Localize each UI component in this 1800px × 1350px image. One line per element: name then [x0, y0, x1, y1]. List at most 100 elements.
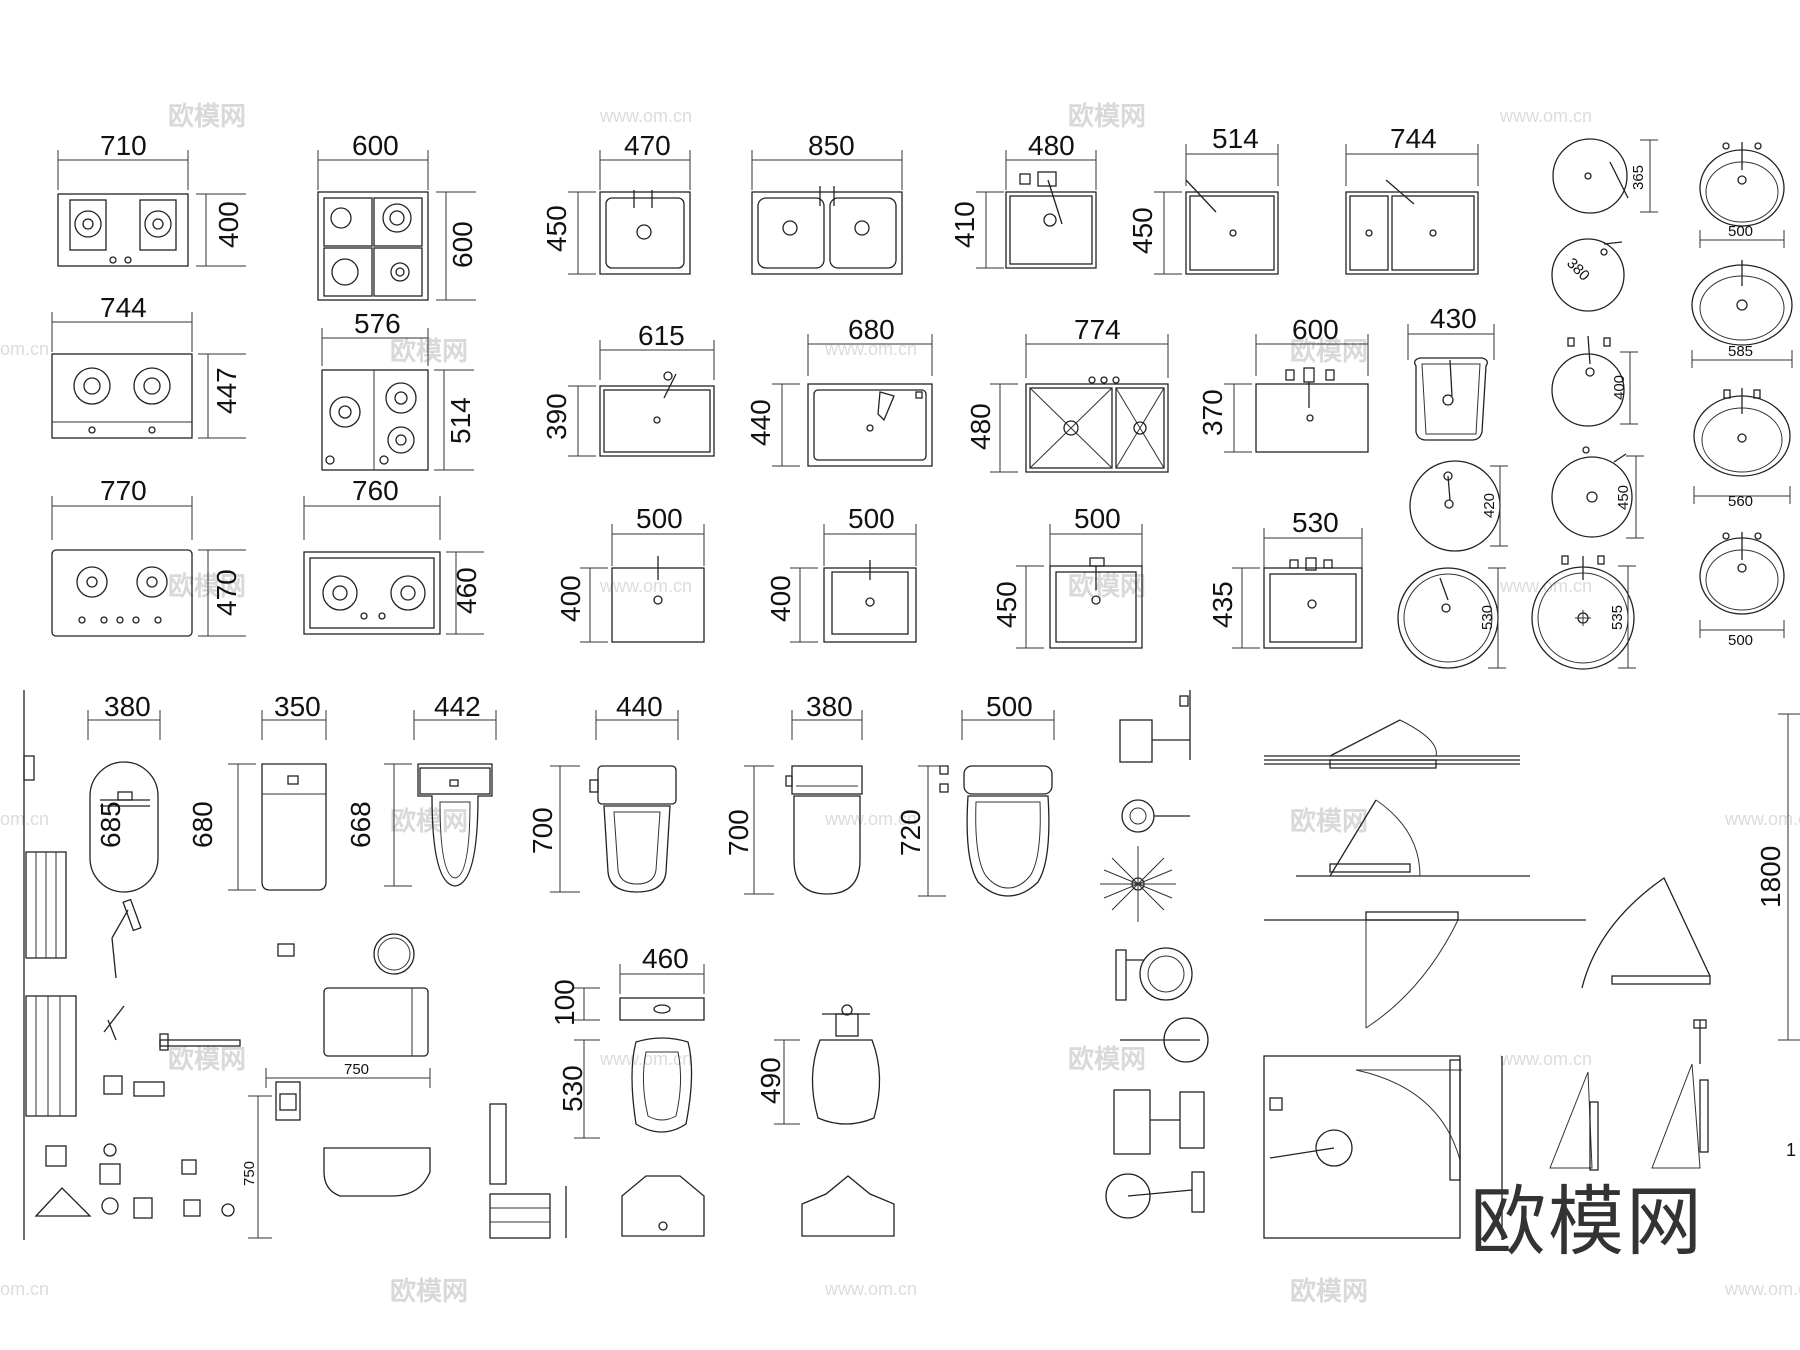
dim-height: 700 [527, 807, 558, 854]
sink-600x370: 600 370 [1197, 314, 1369, 453]
watermark-brand: 欧模网 [390, 1276, 468, 1306]
sink-514x450: 514 450 [1127, 123, 1279, 275]
basin-oval-560: 560 [1693, 388, 1791, 510]
watermark-brand: 欧模网 [1068, 101, 1146, 131]
watermark-brand: 欧模网 [1290, 336, 1368, 366]
basin-round-420: 420 [1409, 460, 1508, 552]
dim-width: 470 [624, 130, 671, 161]
dim-diameter: 365 [1630, 165, 1647, 190]
dim-width: 744 [1390, 123, 1437, 154]
sink-680x440: 680 440 [745, 314, 933, 467]
dim-height: 400 [213, 201, 244, 248]
gas-stove-760x460: 760 460 [303, 475, 484, 635]
dim-width: 460 [642, 943, 689, 974]
dim-diameter: 400 [1611, 375, 1628, 400]
dim-width: 440 [616, 691, 663, 722]
dim-height: 750 [241, 1161, 258, 1186]
watermark-url: www.om.cn [824, 1279, 917, 1299]
watermark-brand: 欧模网 [1290, 806, 1368, 836]
gas-stove-710x400: 710 400 [57, 130, 246, 267]
dim-width: 774 [1074, 314, 1121, 345]
dim-height: 680 [187, 801, 218, 848]
dim-width: 442 [434, 691, 481, 722]
dim-width: 680 [848, 314, 895, 345]
dim-height: 685 [95, 801, 126, 848]
watermark-url: www.om.cn [599, 576, 692, 596]
dim-diameter: 530 [1479, 605, 1496, 630]
dim-height: 450 [541, 205, 572, 252]
dim-diameter: 420 [1481, 493, 1498, 518]
dim-diameter: 535 [1609, 605, 1626, 630]
sink-480x410: 480 410 [949, 130, 1097, 269]
shower-fixtures [1100, 690, 1209, 1219]
dim-width: 850 [808, 130, 855, 161]
basin-round-400: 400 [1551, 335, 1638, 427]
dim-width: 500 [636, 503, 683, 534]
basin-round-530: 530 [1397, 567, 1506, 669]
dim-height: 447 [211, 367, 242, 414]
dim-height: 400 [555, 575, 586, 622]
dim-shower-height: 1800 [1755, 846, 1786, 908]
gas-stove-576x514: 576 514 [321, 308, 476, 471]
dim-width: 380 [806, 691, 853, 722]
dim-width: 500 [1728, 223, 1753, 240]
gas-stove-770x470: 770 470 [51, 475, 246, 637]
dim-width: 514 [1212, 123, 1259, 154]
dim-height: 720 [895, 809, 926, 856]
dim-height: 450 [1127, 207, 1158, 254]
dim-height: 440 [745, 399, 776, 446]
watermark-url: om.cn [0, 1279, 49, 1299]
sink-744-with-drainboard: 744 [1345, 123, 1479, 275]
sink-500x400-a: 500 400 [555, 503, 705, 643]
watermark-brand: 欧模网 [1290, 1276, 1368, 1306]
sink-470x450: 470 450 [541, 130, 691, 275]
watermark-brand: 欧模网 [168, 1044, 246, 1074]
watermark-url: www.om.cn [599, 1049, 692, 1069]
watermark-url: www.om.cn [1499, 106, 1592, 126]
dim-height: 460 [451, 567, 482, 614]
basin-round-365: 365 [1552, 138, 1658, 214]
left-edge-accessories [23, 690, 77, 1240]
dim-height: 480 [965, 403, 996, 450]
brand-logo: 欧模网 [1470, 1177, 1704, 1266]
dim-height-3: 490 [755, 1057, 786, 1104]
wall-hung-toilet-750: 750 750 [241, 987, 431, 1239]
dim-height: 470 [211, 569, 242, 616]
dim-width: 760 [352, 475, 399, 506]
dim-width: 770 [100, 475, 147, 506]
watermark-brand: 欧模网 [390, 336, 468, 366]
sink-615x390: 615 390 [541, 320, 715, 457]
watermark-layer: 欧模网 www.om.cn 欧模网 www.om.cn om.cn 欧模网 ww… [0, 101, 1800, 1306]
dim-diameter: 380 [1563, 255, 1593, 285]
watermark-brand: 欧模网 [1068, 1044, 1146, 1074]
sink-500x450: 500 450 [991, 503, 1143, 649]
dim-diameter: 450 [1615, 485, 1632, 510]
dim-height: 514 [445, 397, 476, 444]
watermark-brand: 欧模网 [1068, 571, 1146, 601]
watermark-url: www.om.cn [824, 809, 917, 829]
watermark-url: om.cn [0, 339, 49, 359]
toilet-380x700: 380 700 [723, 691, 863, 895]
squat-toilet-460: 460 100 530 490 [489, 943, 895, 1239]
watermark-brand: 欧模网 [168, 571, 246, 601]
dim-height: 390 [541, 393, 572, 440]
watermark-brand: 欧模网 [390, 806, 468, 836]
dim-width: 500 [1074, 503, 1121, 534]
basin-oval-500-a: 500 [1699, 142, 1785, 248]
watermark-url: www.om.cn [1499, 1049, 1592, 1069]
dim-width: 500 [986, 691, 1033, 722]
dim-height: 600 [447, 221, 478, 268]
sink-850-double: 850 [751, 130, 903, 275]
dim-width: 480 [1028, 130, 1075, 161]
dim-width: 615 [638, 320, 685, 351]
basin-oval-585: 585 [1691, 260, 1793, 368]
dim-width: 430 [1430, 303, 1477, 334]
watermark-url: www.om.cn [599, 106, 692, 126]
dim-width: 576 [354, 308, 401, 339]
sink-500x400-b: 500 400 [765, 503, 917, 643]
dim-height: 700 [723, 809, 754, 856]
dim-width: 380 [104, 691, 151, 722]
dim-height-1: 100 [549, 979, 580, 1026]
toilet-350x680: 350 680 [187, 691, 327, 891]
